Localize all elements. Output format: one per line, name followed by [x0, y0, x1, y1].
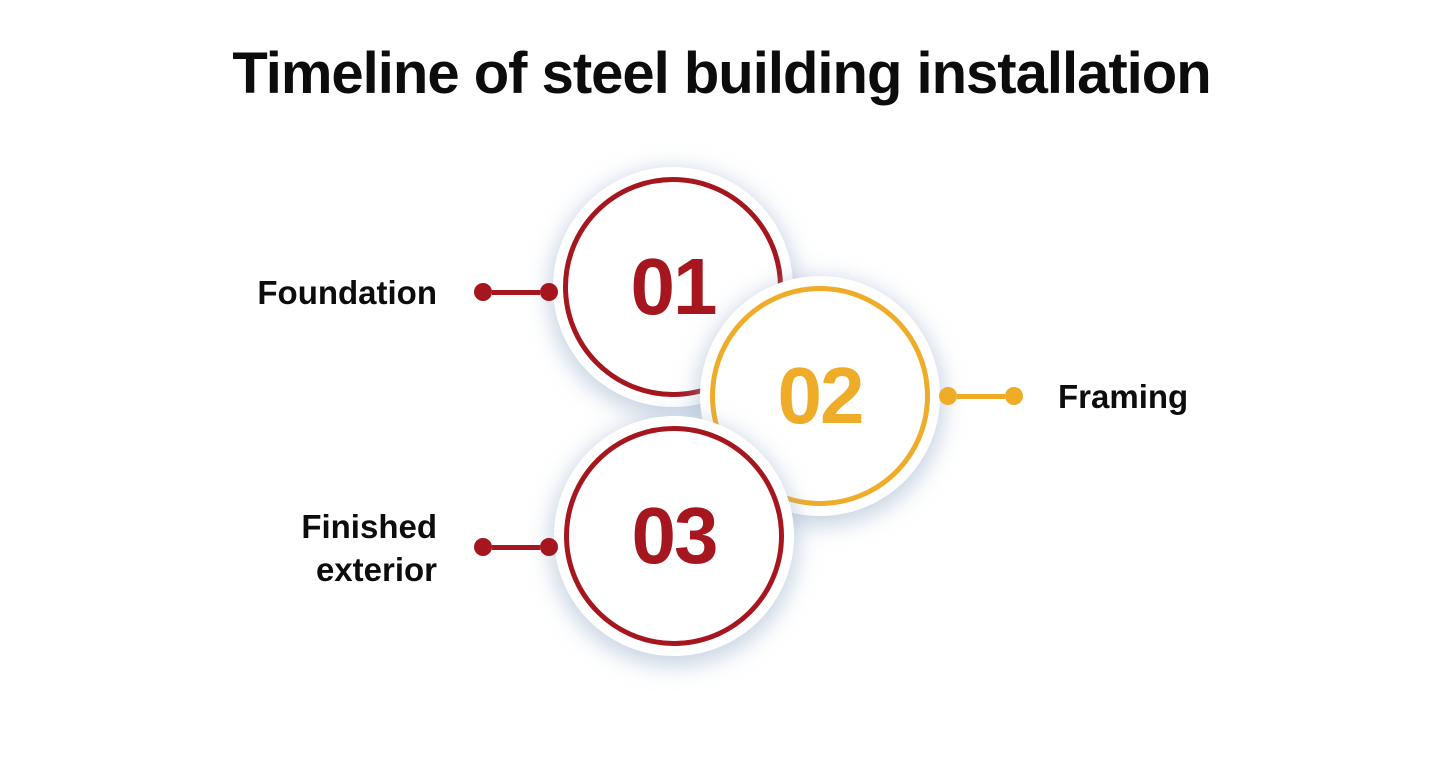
connector-dot [474, 538, 492, 556]
connector-dot [474, 283, 492, 301]
connector-dot [939, 387, 957, 405]
step-label-foundation: Foundation [257, 274, 437, 311]
step-number: 02 [777, 351, 865, 440]
connector-line [957, 393, 1005, 399]
step-number: 01 [630, 242, 718, 331]
connector-finished-exterior [474, 538, 558, 556]
step-label-finished-exterior: Finished exterior [301, 508, 437, 588]
step-circle-framing: 02 [700, 276, 940, 516]
connector-dot [540, 283, 558, 301]
connector-framing [939, 387, 1023, 405]
connector-dot [1005, 387, 1023, 405]
connector-dot [540, 538, 558, 556]
connector-line [492, 544, 540, 550]
connector-line [492, 289, 540, 295]
diagram-title: Timeline of steel building installation [232, 41, 1211, 106]
step-circle-foundation: 01 [553, 167, 793, 407]
step-circle-finished-exterior: 03 [554, 416, 794, 656]
connector-foundation [474, 283, 558, 301]
step-ring: 03 [564, 426, 784, 646]
step-number: 03 [631, 491, 719, 580]
step-ring: 02 [710, 286, 930, 506]
step-label-framing: Framing [1058, 378, 1189, 415]
